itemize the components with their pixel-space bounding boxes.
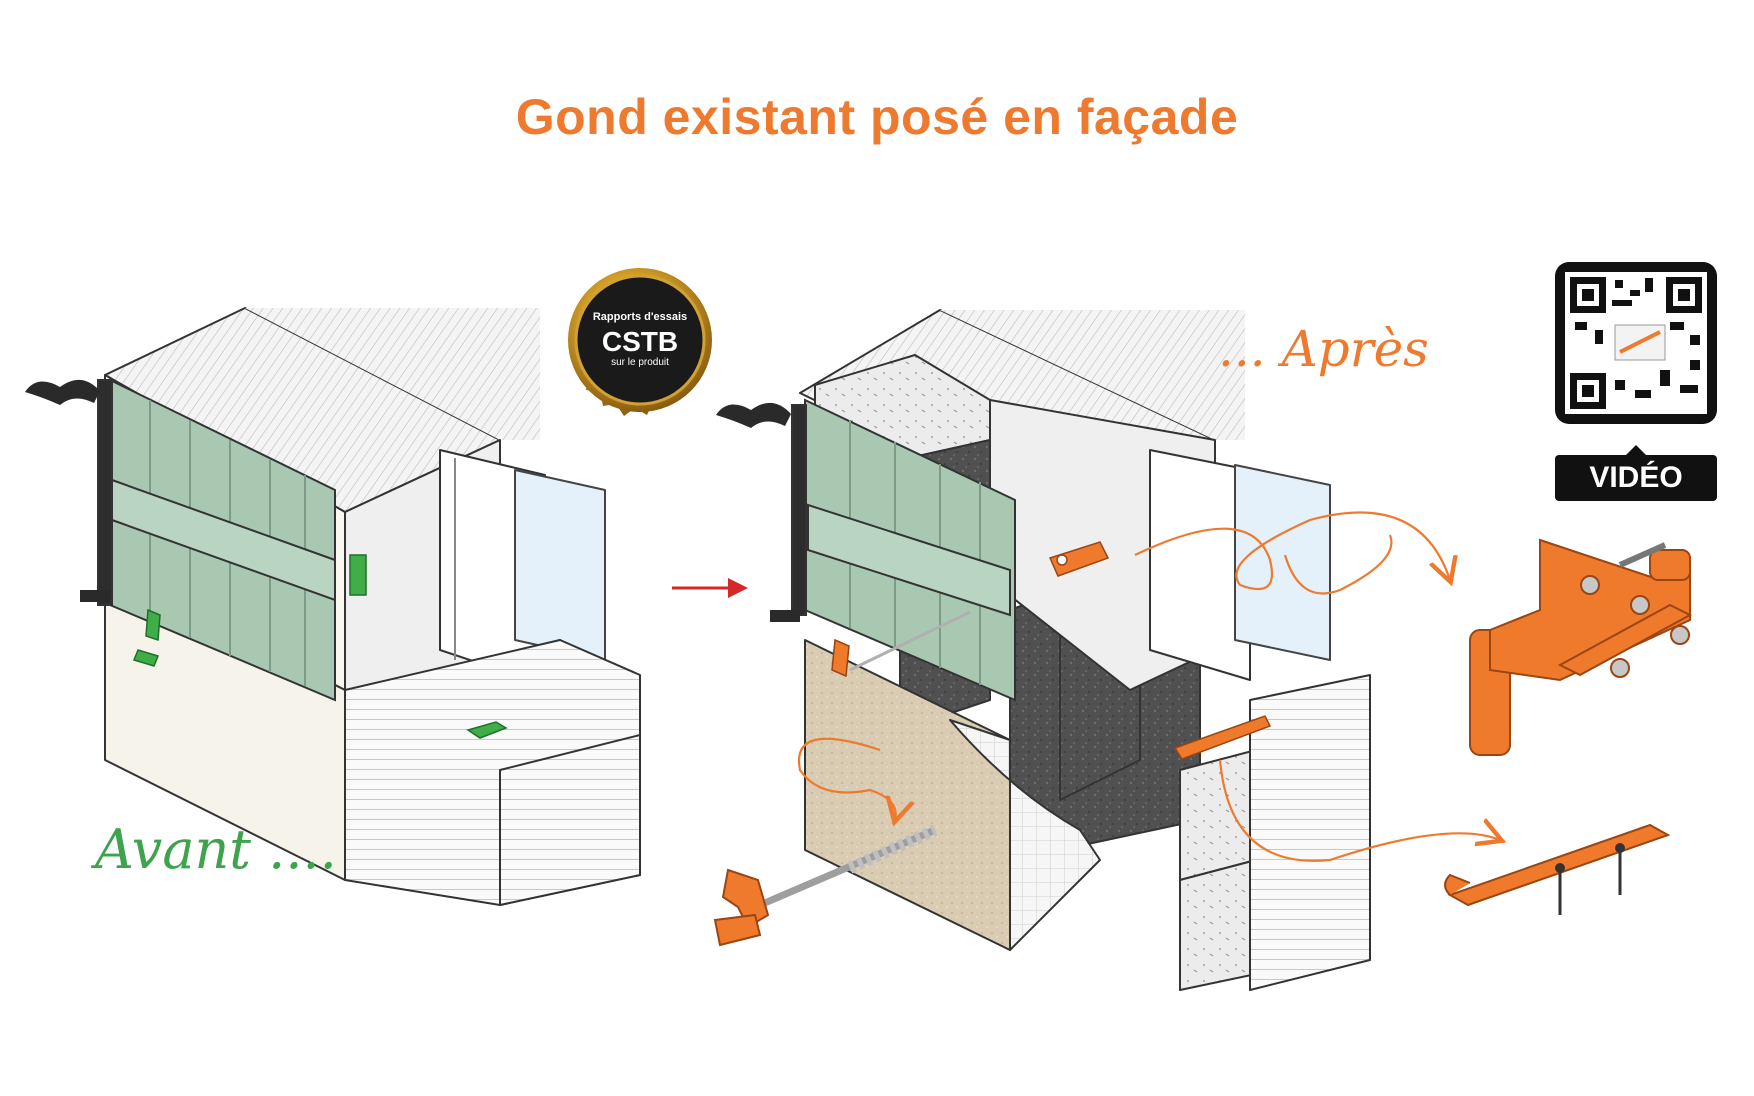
- cstb-seal-line1: Rapports d'essais: [592, 311, 688, 323]
- new-anchor-hook-icon: [713, 824, 938, 947]
- video-label-pointer: [1624, 445, 1648, 457]
- screw-icon: [1618, 542, 1667, 568]
- new-hinge-plate-icon: [1469, 538, 1693, 756]
- transition-arrow-icon: [672, 578, 748, 598]
- old-hinge-icon: [716, 402, 800, 622]
- video-label[interactable]: VIDÉO: [1555, 455, 1717, 501]
- before-label: Avant ....: [95, 818, 337, 881]
- after-wall-block: [799, 309, 1371, 991]
- new-hardware-orange-icon: [831, 541, 1272, 760]
- callout-arrows: [797, 511, 1500, 862]
- after-shutter: [791, 398, 1016, 702]
- cstb-seal-line2: CSTB: [601, 326, 679, 357]
- old-hinge-icon: [25, 379, 110, 602]
- before-wall-block: [104, 307, 641, 906]
- video-qr-code[interactable]: [1555, 262, 1717, 424]
- after-label: ... Après: [1218, 320, 1429, 378]
- new-stop-bar-icon: [1444, 823, 1671, 915]
- cstb-seal-line3: sur le produit: [611, 357, 669, 368]
- old-hardware-green-icon: [132, 554, 508, 739]
- before-shutter: [97, 378, 336, 702]
- cstb-seal: [568, 268, 712, 416]
- page-title: Gond existant posé en façade: [515, 89, 1239, 145]
- anchor-rod: [849, 610, 971, 672]
